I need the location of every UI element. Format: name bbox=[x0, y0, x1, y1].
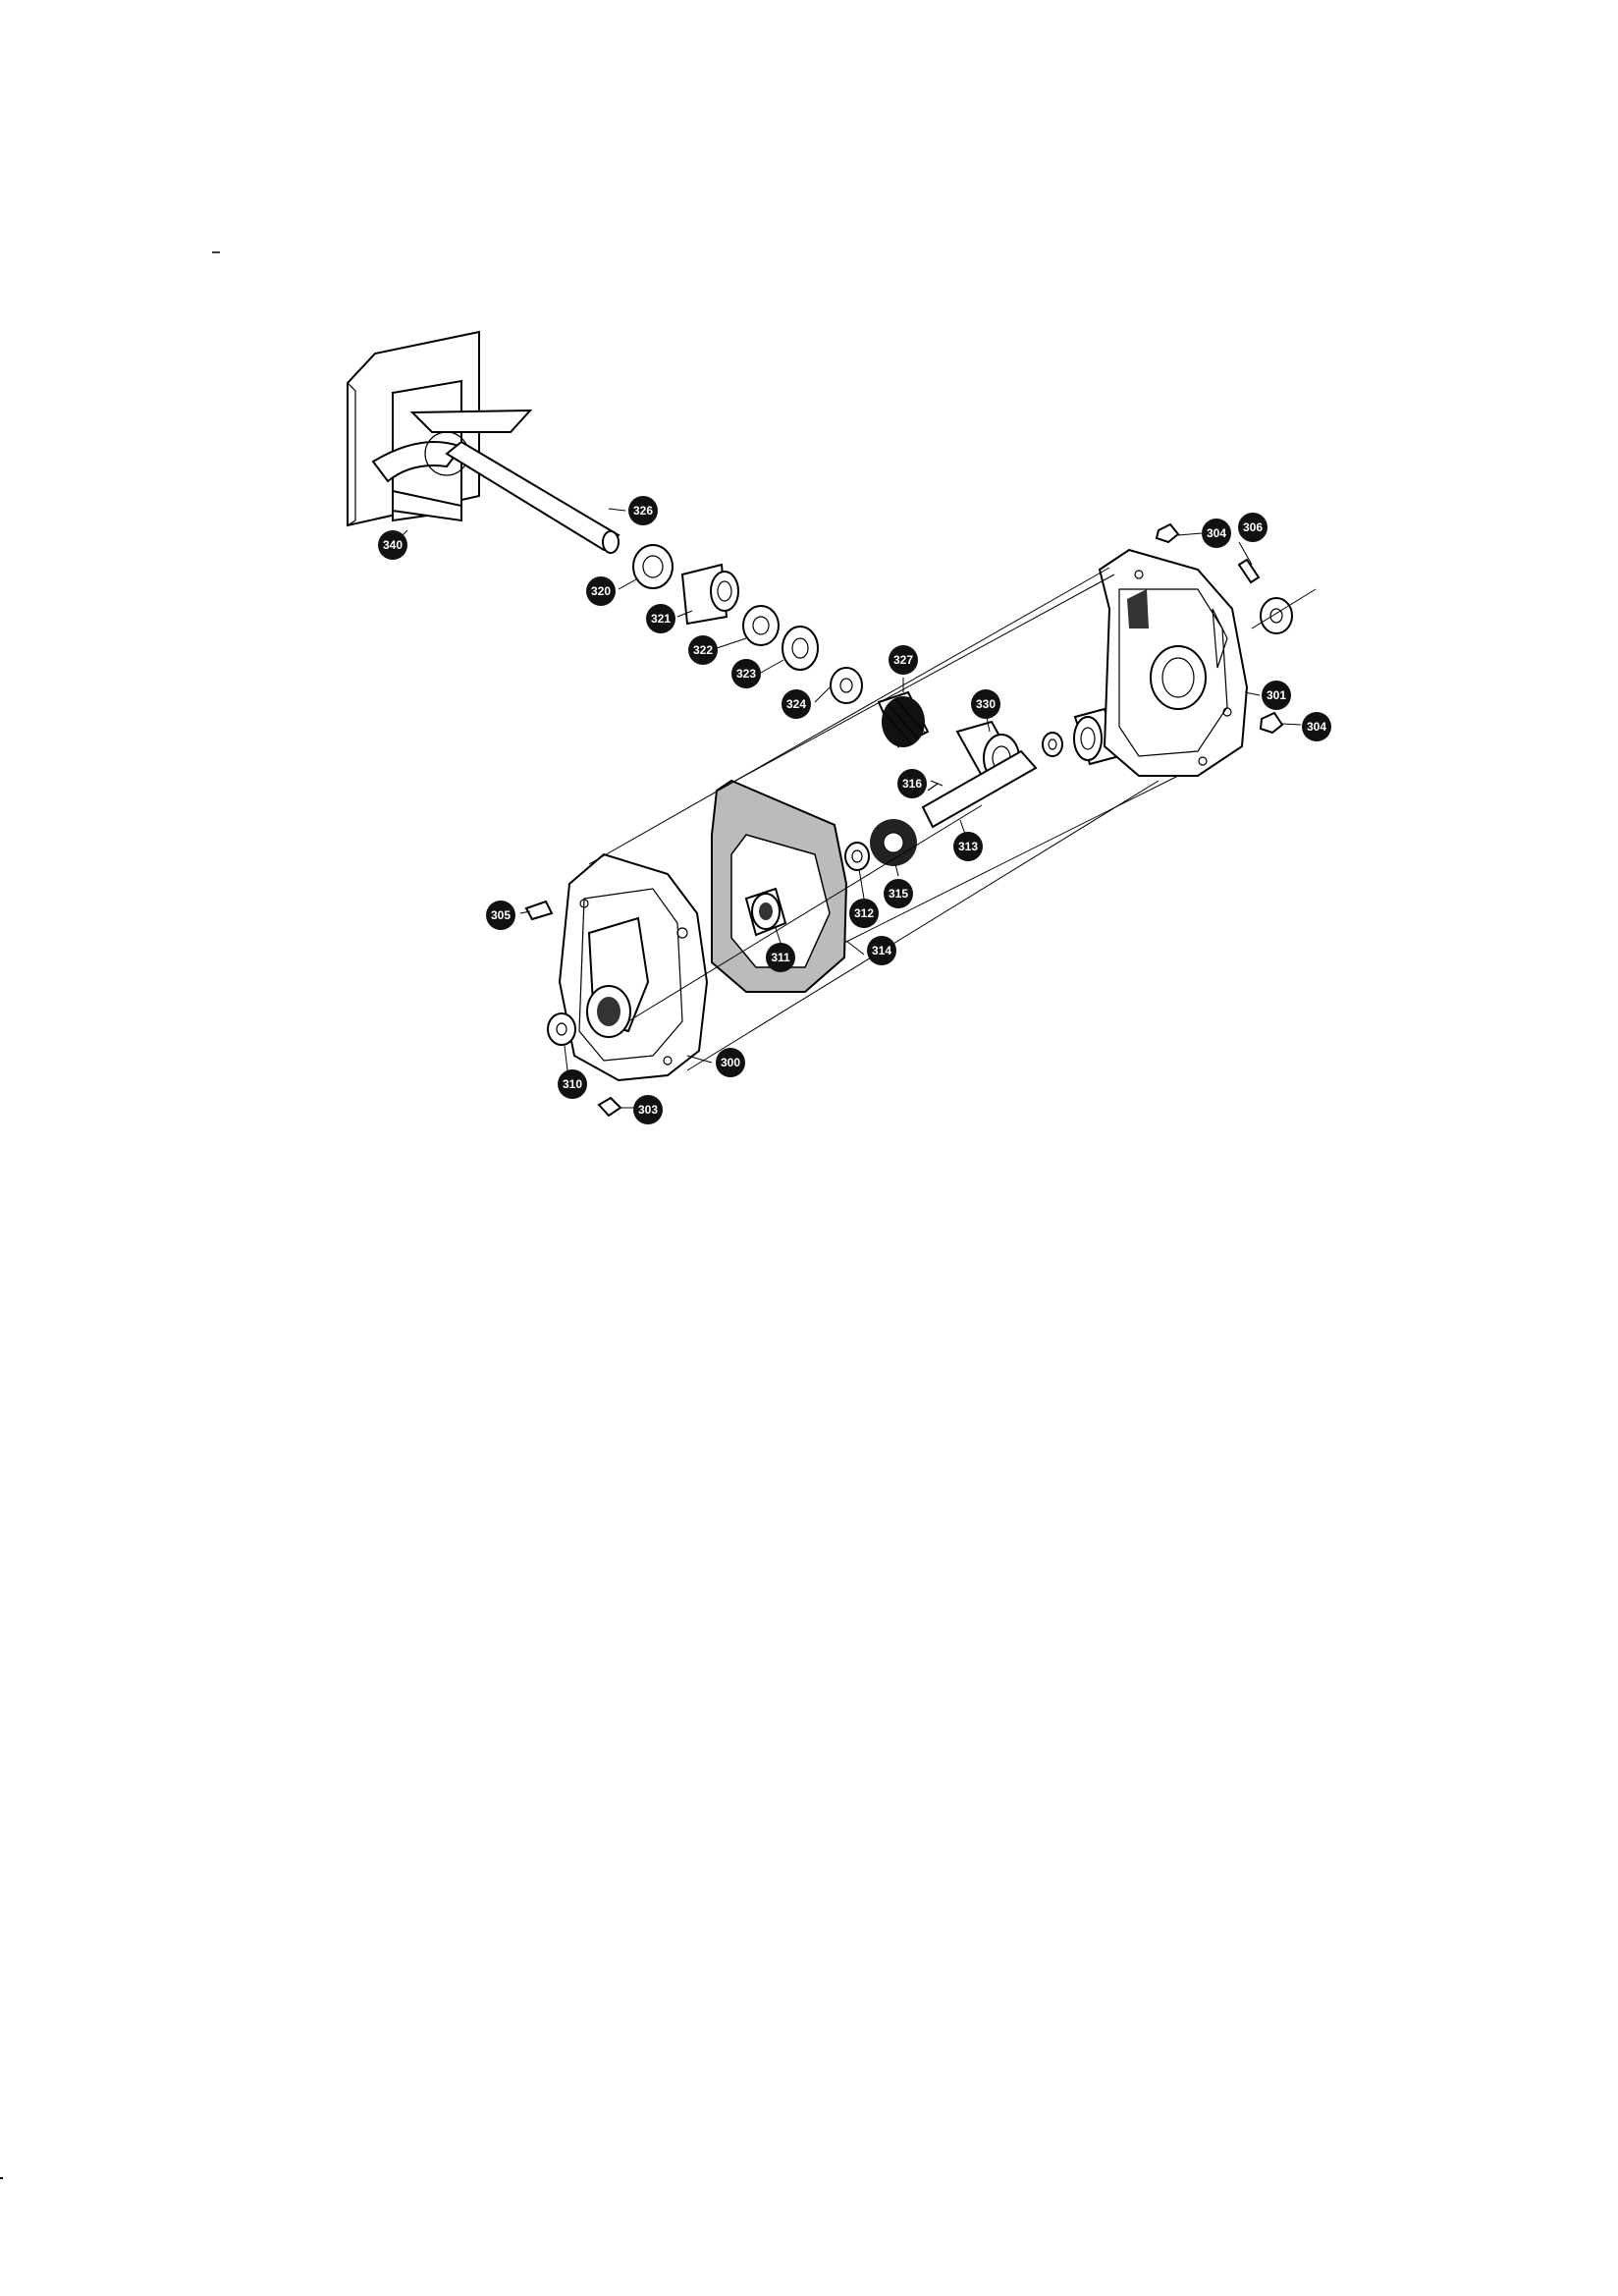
callout-322: 322 bbox=[688, 635, 718, 665]
callout-label: 327 bbox=[893, 653, 913, 667]
assembly-lines bbox=[588, 567, 1179, 1071]
callout-label: 304 bbox=[1307, 720, 1326, 734]
callout-321: 321 bbox=[646, 604, 675, 633]
nut-top bbox=[1155, 522, 1180, 544]
callout-label: 316 bbox=[902, 777, 922, 791]
callout-label: 326 bbox=[633, 504, 653, 518]
callout-320: 320 bbox=[586, 576, 616, 606]
callout-315: 315 bbox=[884, 879, 913, 908]
bearing-right bbox=[1260, 597, 1293, 634]
callout-306: 306 bbox=[1238, 513, 1267, 542]
bolt-306 bbox=[1237, 558, 1261, 584]
callout-label: 315 bbox=[889, 887, 908, 901]
callout-301: 301 bbox=[1262, 681, 1291, 710]
callout-323: 323 bbox=[731, 659, 761, 688]
callout-314: 314 bbox=[867, 936, 896, 965]
callout-324: 324 bbox=[782, 689, 811, 719]
callout-label: 300 bbox=[721, 1056, 740, 1069]
callout-label: 321 bbox=[651, 612, 671, 626]
callout-303: 303 bbox=[633, 1095, 663, 1124]
callout-326: 326 bbox=[628, 496, 658, 525]
callout-label: 324 bbox=[786, 697, 806, 711]
callout-300: 300 bbox=[716, 1048, 745, 1077]
impeller-assembly bbox=[347, 330, 620, 554]
callout-label: 320 bbox=[591, 584, 611, 598]
shaft-parts bbox=[632, 544, 1121, 871]
callout-label: 340 bbox=[383, 538, 403, 552]
callout-305: 305 bbox=[486, 901, 515, 930]
callout-label: 305 bbox=[491, 908, 511, 922]
nut-right bbox=[1259, 711, 1284, 735]
callout-313: 313 bbox=[953, 832, 983, 861]
gasket bbox=[711, 779, 848, 993]
callout-label: 323 bbox=[736, 667, 756, 681]
callout-327: 327 bbox=[889, 645, 918, 675]
gear-housing-right bbox=[1098, 548, 1249, 777]
gear-housing-left bbox=[558, 852, 709, 1082]
callout-label: 310 bbox=[563, 1077, 582, 1091]
callout-312: 312 bbox=[849, 899, 879, 928]
callout-label: 330 bbox=[976, 697, 996, 711]
bearing-310 bbox=[547, 1012, 576, 1046]
callout-316: 316 bbox=[897, 769, 927, 798]
callout-311: 311 bbox=[766, 943, 795, 972]
callout-304-top: 304 bbox=[1202, 519, 1231, 548]
callout-label: 311 bbox=[771, 951, 790, 964]
callout-label: 313 bbox=[958, 840, 978, 853]
callout-label: 304 bbox=[1207, 526, 1226, 540]
callout-340: 340 bbox=[378, 530, 407, 560]
callout-304-right: 304 bbox=[1302, 712, 1331, 741]
bolt-303 bbox=[597, 1096, 622, 1118]
callout-label: 301 bbox=[1267, 688, 1286, 702]
callout-label: 314 bbox=[872, 944, 891, 957]
callout-label: 312 bbox=[854, 906, 874, 920]
callout-label: 306 bbox=[1243, 520, 1263, 534]
callout-330: 330 bbox=[971, 689, 1000, 719]
callout-label: 322 bbox=[693, 643, 713, 657]
callout-label: 303 bbox=[638, 1103, 658, 1117]
screw-305 bbox=[524, 900, 554, 921]
callout-310: 310 bbox=[558, 1069, 587, 1099]
